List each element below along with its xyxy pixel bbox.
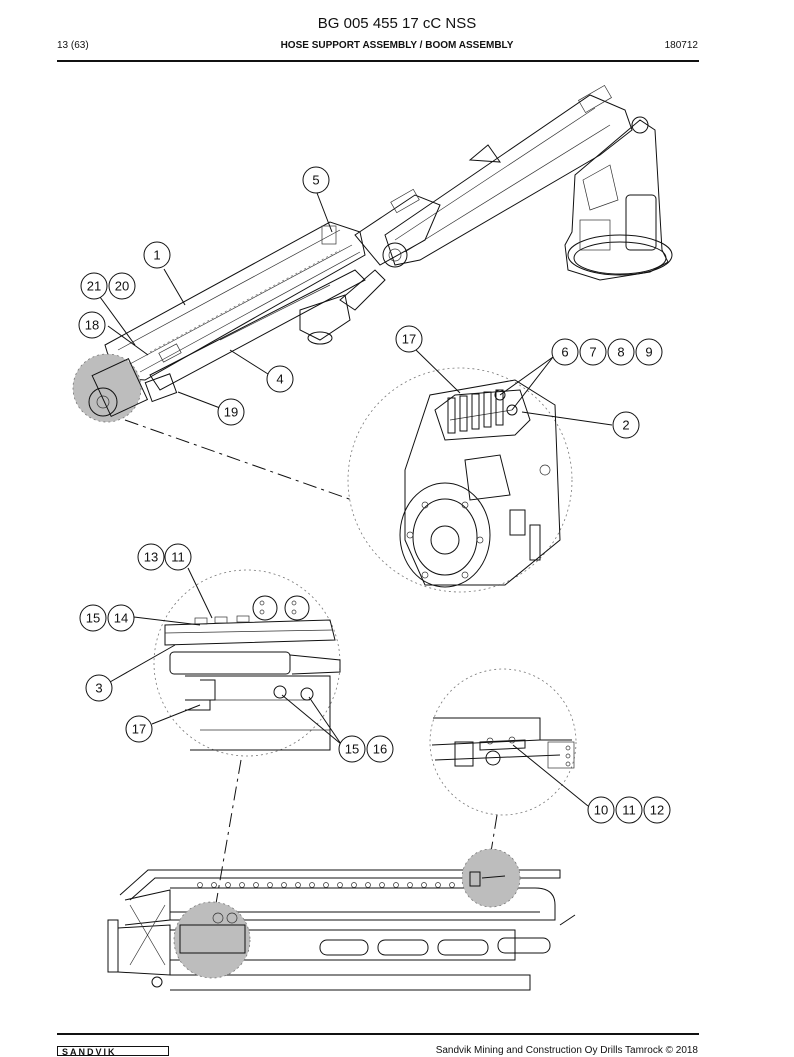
- detail-leader-1: [124, 419, 353, 501]
- date-code: 180712: [664, 40, 698, 51]
- callout-3: 3: [85, 674, 113, 702]
- callout-21: 21: [80, 272, 108, 300]
- callout-10: 10: [587, 796, 615, 824]
- callout-4: 4: [266, 365, 294, 393]
- callout-17b: 17: [125, 715, 153, 743]
- callout-label: 21: [87, 279, 101, 294]
- detail-view-rail: [429, 668, 577, 816]
- page-number: 13 (63): [57, 40, 89, 51]
- callout-label: 14: [114, 611, 128, 626]
- callout-label: 10: [594, 803, 608, 818]
- callout-label: 7: [589, 345, 596, 360]
- callout-6: 6: [551, 338, 579, 366]
- callout-label: 17: [132, 722, 146, 737]
- callout-8: 8: [607, 338, 635, 366]
- callout-label: 5: [312, 173, 319, 188]
- callout-17a: 17: [395, 325, 423, 353]
- boom-illustration: [72, 84, 673, 423]
- footer-copyright: Sandvik Mining and Construction Oy Drill…: [435, 1045, 698, 1056]
- callout-2: 2: [612, 411, 640, 439]
- callout-label: 12: [650, 803, 664, 818]
- callout-label: 13: [144, 550, 158, 565]
- callout-label: 11: [171, 550, 185, 565]
- callout-label: 15: [345, 742, 359, 757]
- callout-label: 8: [617, 345, 624, 360]
- callout-label: 3: [95, 681, 102, 696]
- callout-15: 15: [79, 604, 107, 632]
- sandvik-logo: SANDVIK: [57, 1046, 169, 1057]
- detail-view-clamps: [153, 569, 341, 757]
- rail-holes: [197, 882, 455, 888]
- callout-label: 18: [85, 318, 99, 333]
- callout-label: 17: [402, 332, 416, 347]
- callout-leaders: [99, 192, 613, 807]
- callout-14: 14: [107, 604, 135, 632]
- footer-rule: [57, 1033, 699, 1035]
- callout-label: 15: [86, 611, 100, 626]
- callout-13: 13: [137, 543, 165, 571]
- callout-16: 16: [366, 735, 394, 763]
- callout-label: 19: [224, 405, 238, 420]
- callout-label: 1: [153, 248, 160, 263]
- callout-7: 7: [579, 338, 607, 366]
- document-title: BG 005 455 17 cC NSS: [317, 15, 477, 32]
- callout-1: 1: [143, 241, 171, 269]
- callout-11: 11: [615, 796, 643, 824]
- callout-15b: 15: [338, 735, 366, 763]
- detail-view-head: [347, 367, 573, 593]
- callout-label: 4: [276, 372, 283, 387]
- callout-label: 9: [645, 345, 652, 360]
- callout-20: 20: [108, 272, 136, 300]
- callout-9: 9: [635, 338, 663, 366]
- callout-5: 5: [302, 166, 330, 194]
- callout-label: 6: [561, 345, 568, 360]
- callout-label: 20: [115, 279, 129, 294]
- boom-side-view: [107, 848, 576, 991]
- callout-label: 11: [622, 803, 636, 818]
- callout-19: 19: [217, 398, 245, 426]
- header-rule: [57, 60, 699, 62]
- callout-12: 12: [643, 796, 671, 824]
- callout-18: 18: [78, 311, 106, 339]
- callout-11b: 11: [164, 543, 192, 571]
- callouts: 1 2 3 4 5 6 7 8 9 10 11 12 13 11 15 14 1…: [78, 166, 671, 824]
- callout-label: 2: [622, 418, 629, 433]
- section-title: HOSE SUPPORT ASSEMBLY / BOOM ASSEMBLY: [280, 40, 514, 51]
- detail-leader-2: [213, 759, 242, 916]
- callout-label: 16: [373, 742, 387, 757]
